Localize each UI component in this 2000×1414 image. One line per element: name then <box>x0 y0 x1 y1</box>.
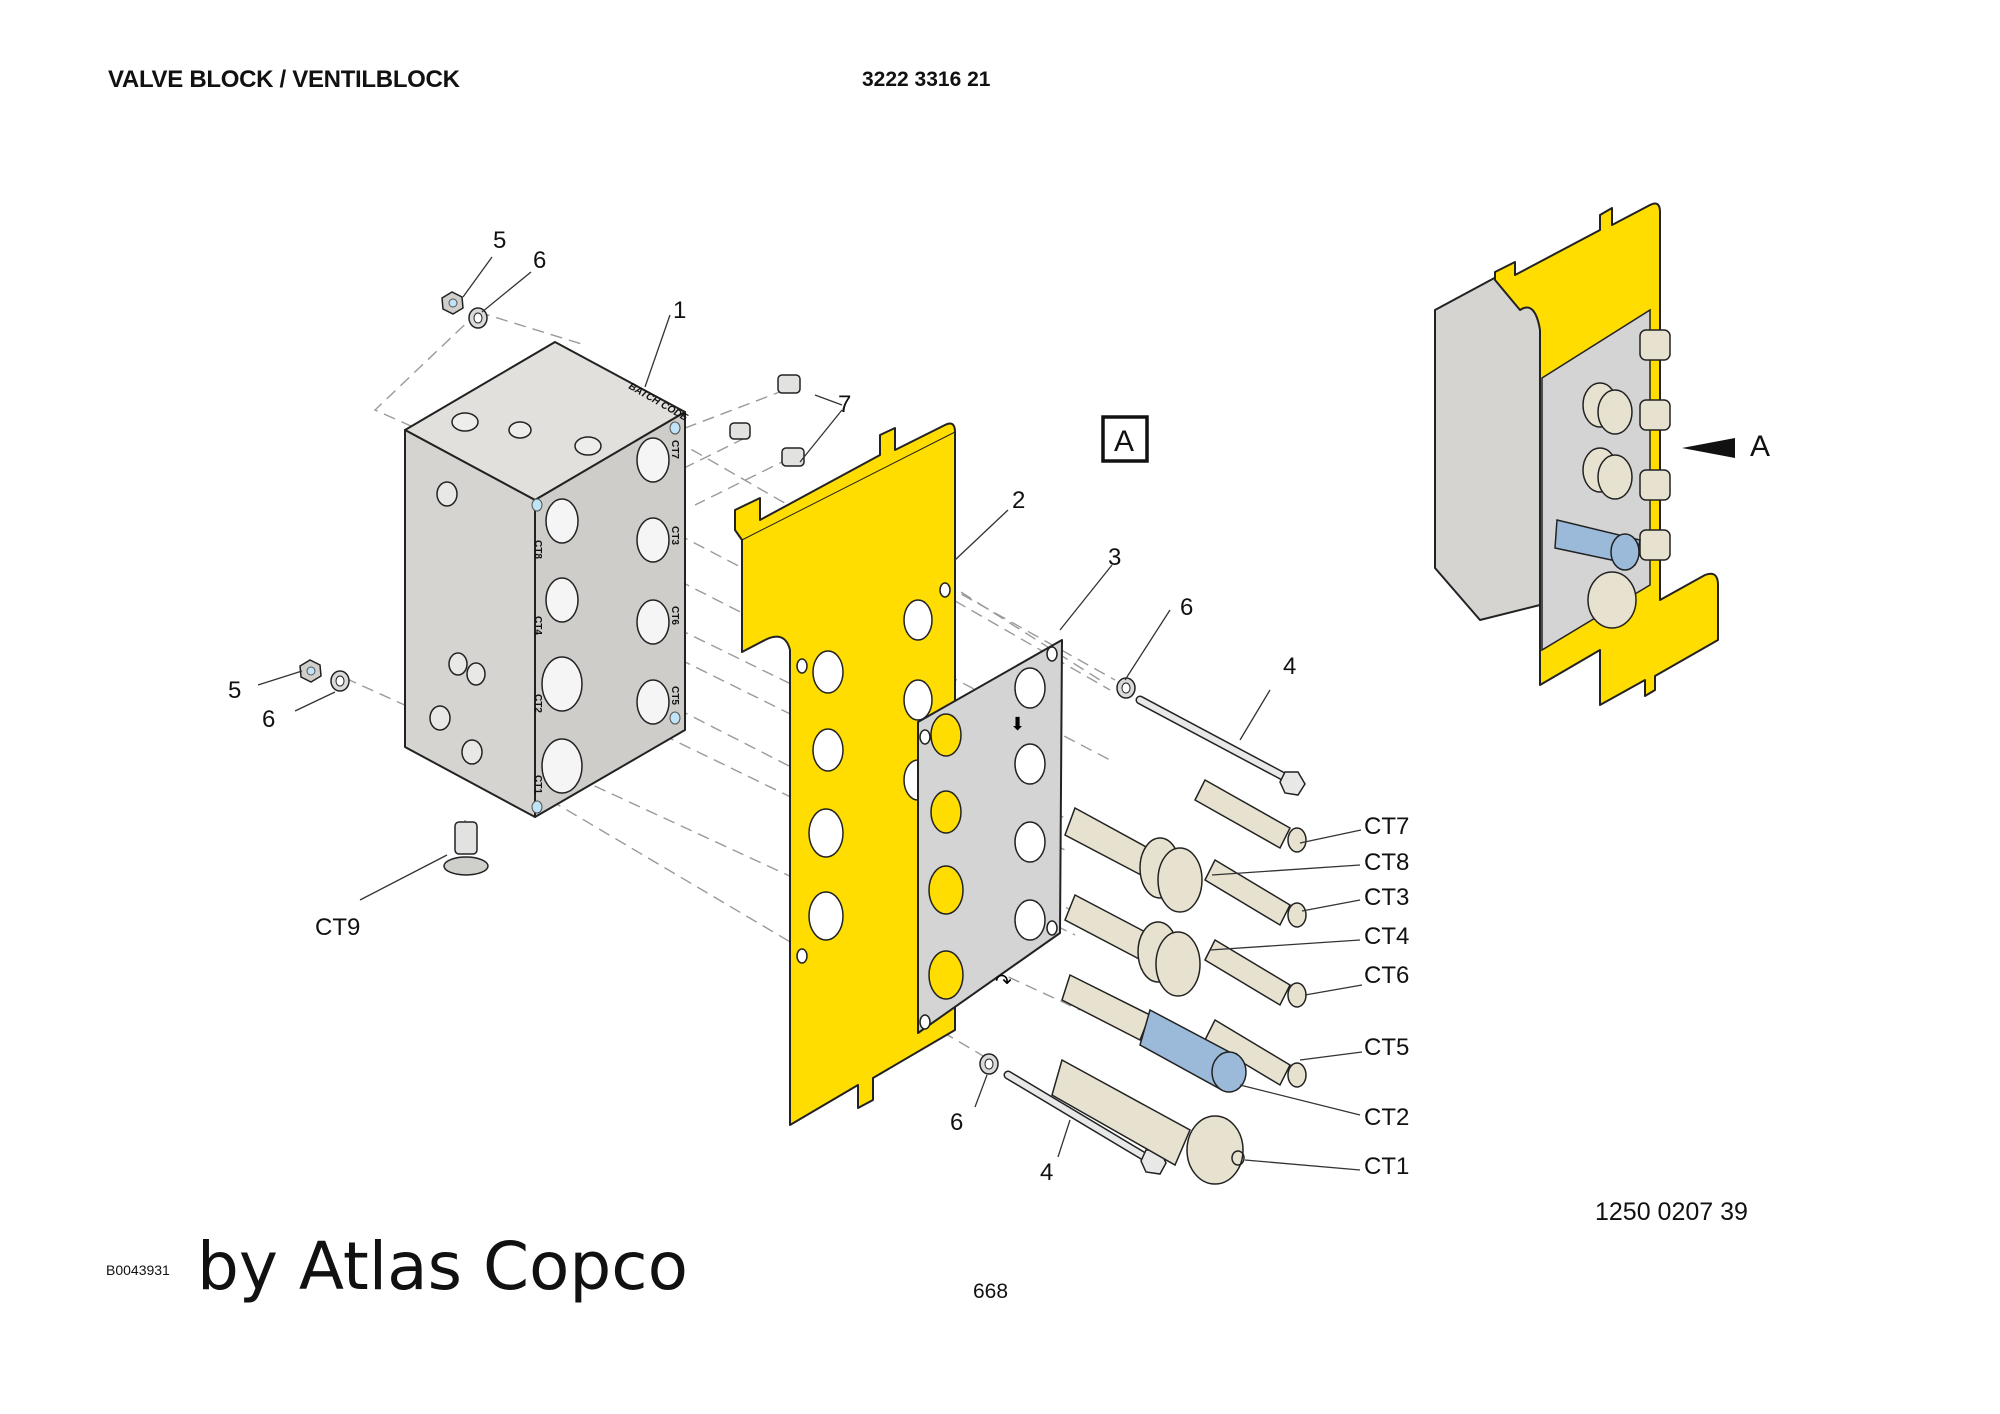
cartridge-ct2-solenoid <box>1061 973 1247 1093</box>
cartridge-ct4 <box>1064 893 1201 997</box>
view-a-arrow-icon <box>1682 438 1735 458</box>
long-bolts <box>1003 695 1306 1175</box>
valve-block: BATCH CODE CT8 CT4 CT2 CT1 CT7 CT3 CT6 C… <box>404 341 689 818</box>
reference-number: 1250 0207 39 <box>1595 1198 1748 1226</box>
callouts: 5 6 1 7 2 3 6 4 5 6 CT9 6 4 CT7 CT8 CT3 … <box>228 227 1409 1186</box>
callout-item-5: 5 <box>493 227 506 254</box>
brand-text: by Atlas Copco <box>197 1228 688 1305</box>
image-code: B0043931 <box>106 1262 170 1278</box>
callout-item-6: 6 <box>533 247 546 274</box>
block-port-label: CT1 <box>532 775 543 794</box>
callout-ct8: CT8 <box>1364 849 1409 876</box>
cartridge-ct5 <box>1204 1018 1307 1088</box>
part-number: 3222 3316 21 <box>862 68 991 91</box>
block-port-label: CT2 <box>532 694 543 713</box>
page-number: 668 <box>973 1280 1009 1303</box>
callout-item-6: 6 <box>262 706 275 733</box>
block-port-label: CT5 <box>669 686 680 705</box>
inset-assembled-view: A <box>1434 202 1770 706</box>
cartridges <box>1051 778 1307 1185</box>
callout-item-7: 7 <box>838 391 851 418</box>
svg-text:A: A <box>1114 425 1134 458</box>
callout-item-1: 1 <box>673 297 686 324</box>
block-port-label: CT4 <box>532 616 543 635</box>
block-port-label: CT3 <box>669 526 680 545</box>
callout-item-4: 4 <box>1283 653 1296 680</box>
cartridge-ct1 <box>1051 1058 1245 1185</box>
callout-ct5: CT5 <box>1364 1034 1409 1061</box>
callout-ct7: CT7 <box>1364 813 1409 840</box>
cartridge-ct6 <box>1204 938 1307 1008</box>
block-port-label: CT8 <box>532 540 543 559</box>
view-a-marker: A <box>1101 415 1149 463</box>
callout-item-5: 5 <box>228 677 241 704</box>
leader-lines <box>257 256 1363 1171</box>
callout-item-2: 2 <box>1012 487 1025 514</box>
callout-ct4: CT4 <box>1364 923 1409 950</box>
callout-item-6: 6 <box>950 1109 963 1136</box>
cartridge-ct3 <box>1204 858 1307 928</box>
callout-ct1: CT1 <box>1364 1153 1409 1180</box>
callout-ct2: CT2 <box>1364 1104 1409 1131</box>
cartridge-ct7 <box>1194 778 1307 853</box>
callout-item-4: 4 <box>1040 1159 1053 1186</box>
fasteners <box>299 291 1136 1075</box>
callout-ct6: CT6 <box>1364 962 1409 989</box>
callout-item-6: 6 <box>1180 594 1193 621</box>
cartridge-ct8 <box>1064 806 1203 913</box>
block-ports <box>531 421 681 814</box>
plate-symbol-rotate-icon: ↷ <box>995 971 1012 993</box>
svg-text:A: A <box>1750 430 1770 463</box>
page-title: VALVE BLOCK / VENTILBLOCK <box>108 66 460 93</box>
callout-ct9: CT9 <box>315 914 360 941</box>
callout-item-3: 3 <box>1108 544 1121 571</box>
plate-symbol-arrow-icon: ⬇ <box>1010 714 1025 734</box>
block-port-label: CT6 <box>669 606 680 625</box>
cover-plate: ⬇ ↷ <box>917 639 1063 1034</box>
block-port-label: CT7 <box>669 440 680 459</box>
mounting-bracket <box>734 422 956 1126</box>
callout-ct3: CT3 <box>1364 884 1409 911</box>
